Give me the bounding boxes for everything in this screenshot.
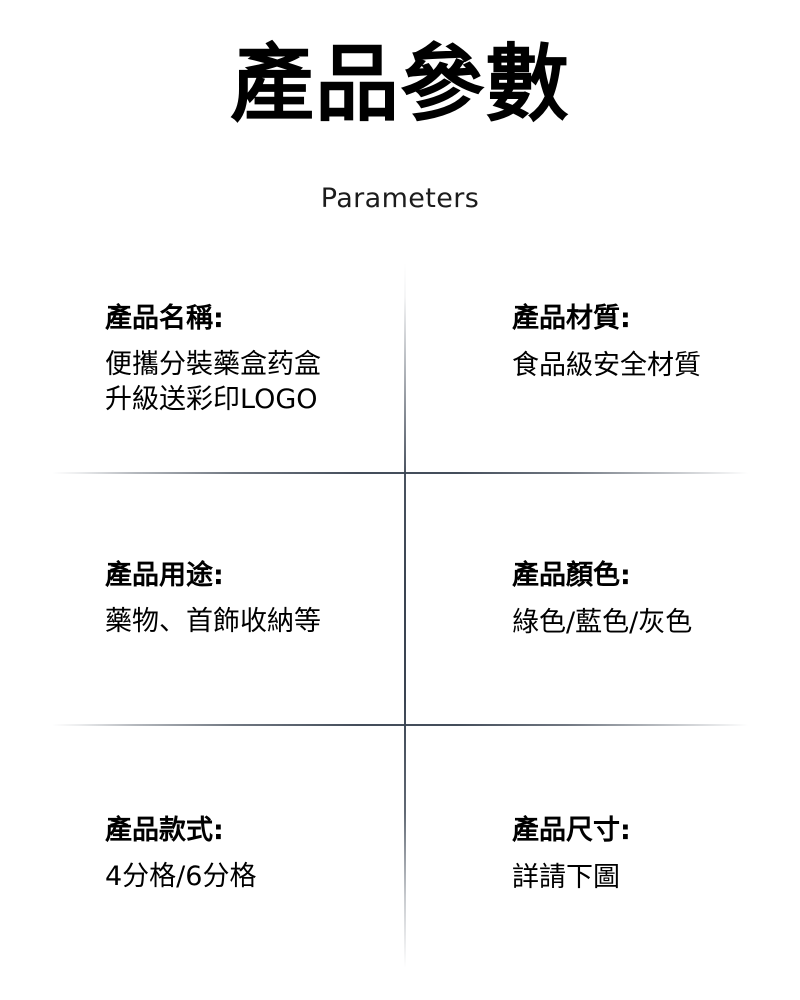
parameter-value: 藥物、首飾收納等	[105, 606, 321, 637]
parameter-label: 產品款式:	[105, 815, 224, 846]
parameter-value: 食品級安全材質	[512, 350, 701, 381]
parameter-value: 便攜分裝藥盒药盒 升級送彩印LOGO	[105, 349, 321, 415]
parameter-label: 產品材質:	[512, 303, 631, 334]
parameter-cell-product-use: 產品用途: 藥物、首飾收納等	[105, 557, 405, 639]
parameter-label: 產品顏色:	[512, 560, 631, 591]
parameter-cell-product-name: 產品名稱: 便攜分裝藥盒药盒 升級送彩印LOGO	[105, 300, 405, 417]
horizontal-divider-row-2	[52, 724, 748, 726]
parameter-value: 詳請下圖	[512, 862, 620, 893]
parameter-cell-product-size: 產品尺寸: 詳請下圖	[512, 812, 800, 895]
parameter-label: 產品名稱:	[105, 303, 224, 334]
parameter-cell-product-color: 產品顏色: 綠色/藍色/灰色	[512, 557, 800, 640]
parameter-label: 產品尺寸:	[512, 815, 631, 846]
page-subtitle: Parameters	[320, 183, 480, 214]
parameter-value: 4分格/6分格	[105, 861, 257, 892]
vertical-divider	[404, 262, 406, 968]
parameter-label: 產品用途:	[105, 560, 224, 591]
page-title: 產品參數	[229, 35, 570, 133]
parameter-cell-product-style: 產品款式: 4分格/6分格	[105, 812, 405, 894]
parameter-cell-product-material: 產品材質: 食品級安全材質	[512, 300, 800, 383]
horizontal-divider-row-1	[52, 472, 748, 474]
parameter-value: 綠色/藍色/灰色	[512, 607, 693, 638]
